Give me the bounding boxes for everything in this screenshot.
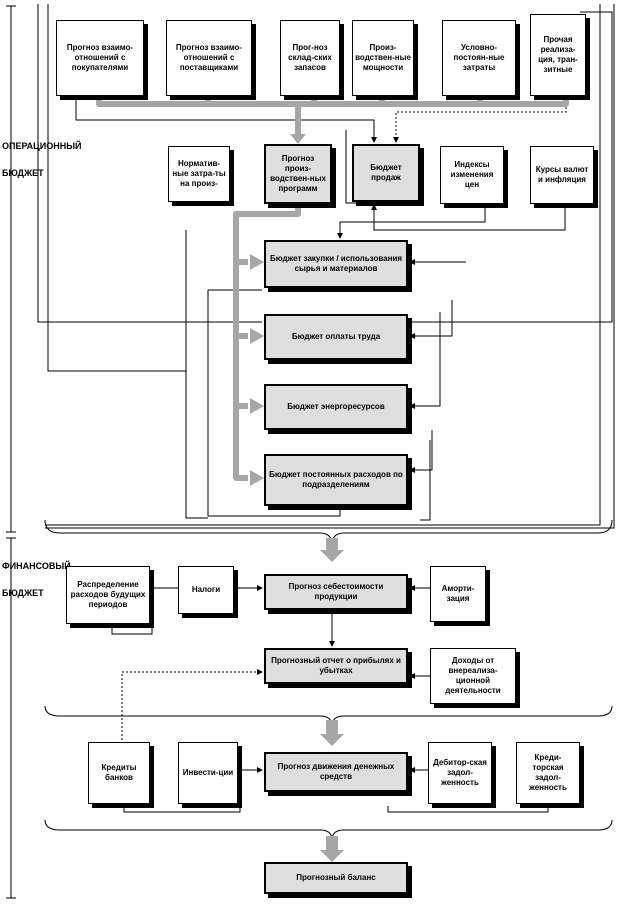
production-forecast-box: Прогноз произ-водствен-ных программ: [264, 144, 332, 204]
forecast-suppliers-box: Прогноз взаимо-отношений с поставщиками: [166, 20, 252, 96]
payables-box: Креди-торская задол-женность: [516, 742, 580, 804]
forecast-balance-box: Прогнозный баланс: [264, 862, 408, 894]
outer-connector-lines: [37, 4, 615, 529]
future-expenses-box: Распределение расходов будущих периодов: [66, 566, 150, 624]
profit-loss-report-box: Прогнозный отчет о прибылях и убытках: [264, 648, 408, 684]
exchange-rates-box: Курсы валют и инфляция: [530, 146, 594, 204]
sales-budget-box: Бюджет продаж: [352, 144, 420, 202]
amortization-box: Аморти-зация: [430, 566, 486, 622]
bank-credits-box: Кредиты банков: [88, 742, 150, 804]
cost-forecast-box: Прогноз себестоимости продукции: [264, 574, 408, 610]
top-links: [75, 95, 567, 239]
production-capacity-box: Произ-водствен-ные мощности: [352, 20, 414, 96]
thick-arrows: [96, 100, 569, 481]
operational-budget-bracket: [6, 5, 16, 533]
financial-budget-label: ФИНАНСОВЫЙ БЮДЖЕТ: [2, 561, 71, 598]
other-sales-box: Прочая реализа-ция, тран-зитные: [530, 14, 586, 96]
labor-budget-box: Бюджет оплаты труда: [264, 314, 408, 360]
conditional-fixed-costs-box: Условно-постоян-ные затраты: [442, 20, 516, 96]
energy-budget-box: Бюджет энергоресурсов: [264, 384, 408, 430]
financial-budget-bracket: [6, 537, 16, 899]
taxes-box: Налоги: [178, 566, 234, 614]
investments-box: Инвести-ции: [178, 742, 238, 804]
price-indices-box: Индексы изменения цен: [440, 146, 504, 204]
normative-costs-box: Норматив-ные затра-ты на произ-: [168, 146, 230, 202]
cash-flow-forecast-box: Прогноз движения денежных средств: [264, 752, 408, 792]
purchase-budget-box: Бюджет закупки / использования сырья и м…: [264, 240, 408, 288]
forecast-buyers-box: Прогноз взаимо-отношений с покупателями: [56, 20, 144, 96]
thick-arrow-heads: [250, 134, 344, 862]
operational-budget-label: ОПЕРАЦИОННЫЙ БЮДЖЕТ: [2, 141, 82, 178]
forecast-stock-box: Прог-ноз склад-ских запасов: [280, 20, 340, 96]
receivables-box: Дебитор-ская задол-женность: [428, 742, 492, 804]
non-sales-income-box: Доходы от внереализа-ционной деятельност…: [430, 648, 516, 704]
fixed-costs-budget-box: Бюджет постоянных расходов по подразделе…: [264, 454, 408, 506]
